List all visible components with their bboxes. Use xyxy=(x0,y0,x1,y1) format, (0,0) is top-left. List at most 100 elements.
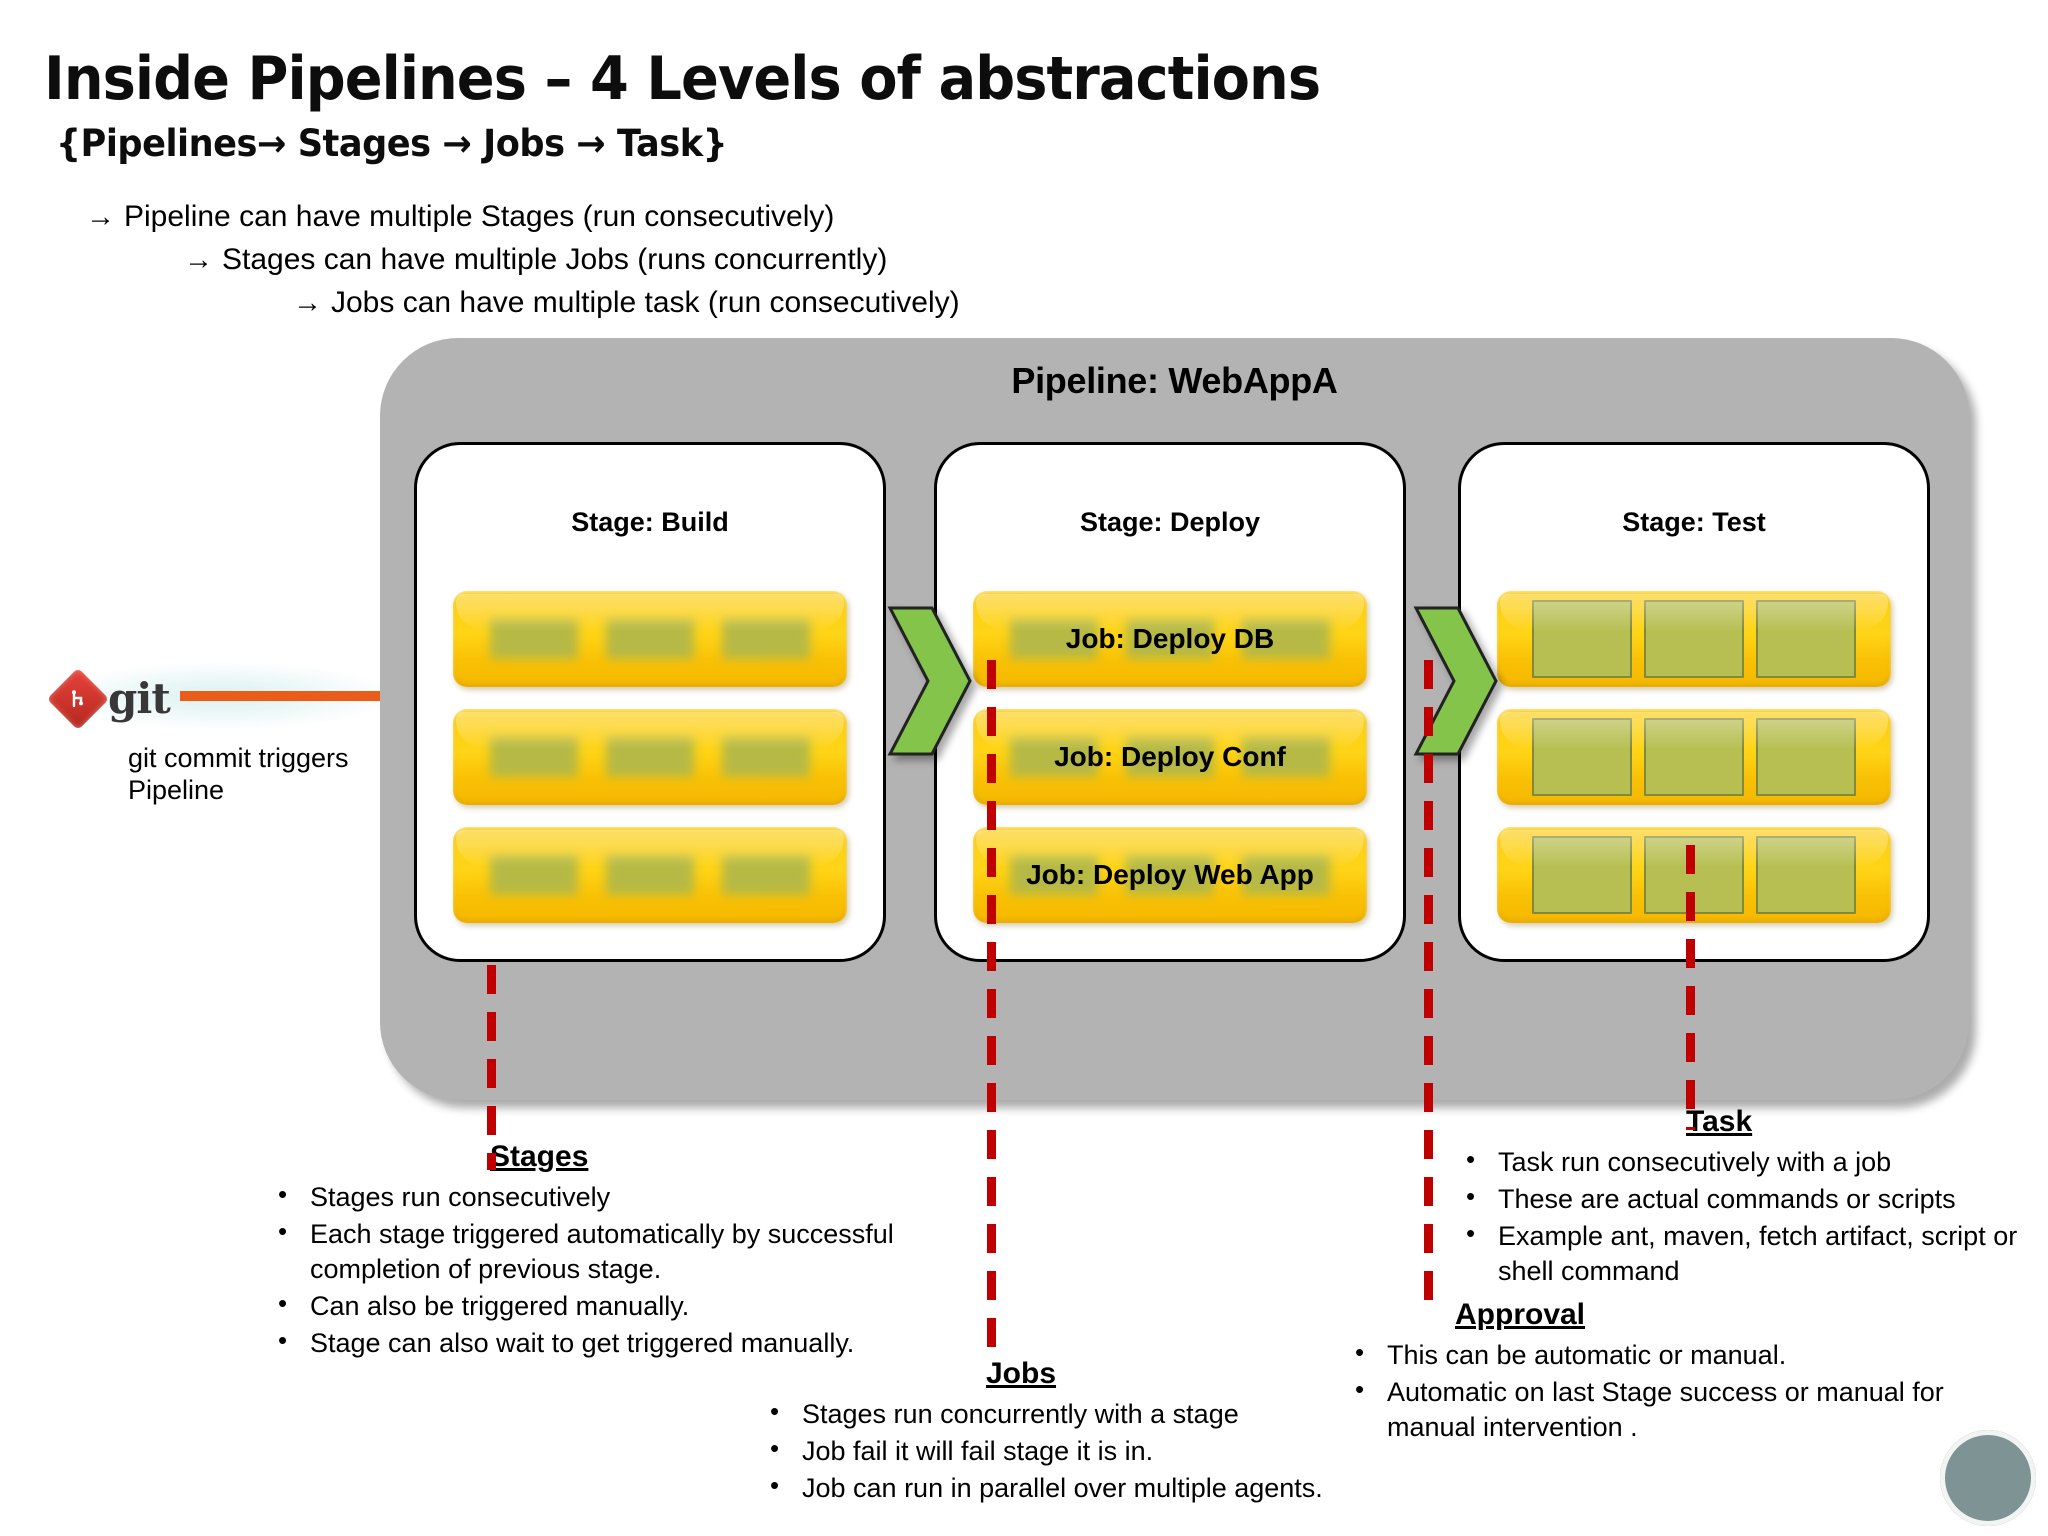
jobs-list xyxy=(453,591,847,945)
list-item: This can be automatic or manual. xyxy=(1345,1336,2035,1373)
tasks-row xyxy=(973,709,1367,805)
pipeline-title: Pipeline: WebAppA xyxy=(1011,360,1338,401)
job-label xyxy=(453,709,847,805)
git-logo: git xyxy=(46,667,216,731)
stage-box-deploy[interactable]: Stage: Deploy Job: Deploy DB Job: Deploy… xyxy=(934,442,1406,962)
job-bar[interactable]: Job: Deploy Conf xyxy=(973,709,1367,805)
annotation-bullets: Stages run concurrently with a stage Job… xyxy=(760,1395,1400,1506)
tasks-row xyxy=(973,591,1367,687)
page-subtitle: {Pipelines→ Stages → Jobs → Task} xyxy=(56,122,728,165)
job-label: Job: Deploy DB xyxy=(1065,623,1275,654)
task-box[interactable] xyxy=(490,855,578,895)
task-box[interactable] xyxy=(722,737,810,777)
job-label xyxy=(453,591,847,687)
job-label: Job: Deploy Web App xyxy=(1026,859,1314,890)
task-box[interactable] xyxy=(606,619,694,659)
arrow-right-icon: → xyxy=(184,244,213,276)
task-box[interactable] xyxy=(1242,619,1330,659)
stage-box-test[interactable]: Stage: Test xyxy=(1458,442,1930,962)
intro-line-2: → Stages can have multiple Jobs (runs con… xyxy=(184,243,887,277)
annotation-title: Stages xyxy=(490,1140,589,1173)
task-box[interactable] xyxy=(606,737,694,777)
job-label xyxy=(1497,591,1891,687)
task-box[interactable] xyxy=(1756,836,1856,914)
tasks-row xyxy=(453,709,847,805)
list-item: Each stage triggered automatically by su… xyxy=(268,1215,908,1287)
job-bar[interactable]: Job: Deploy DB xyxy=(973,591,1367,687)
annotation-bullets: Task run consecutively with a job These … xyxy=(1456,1143,2026,1289)
git-branch-icon xyxy=(72,690,83,708)
stage-transition-chevron-icon xyxy=(886,606,974,756)
list-item: Job can run in parallel over multiple ag… xyxy=(760,1469,1400,1506)
task-box[interactable] xyxy=(1242,737,1330,777)
connector-dashed-approval xyxy=(1424,660,1433,1305)
git-wordmark: git xyxy=(108,674,171,723)
list-item: Stage can also wait to get triggered man… xyxy=(268,1324,908,1361)
stage-title: Stage: Deploy xyxy=(1079,507,1261,537)
intro-line-1: → Pipeline can have multiple Stages (run … xyxy=(86,200,834,234)
arrow-right-icon: → xyxy=(86,201,115,233)
task-box[interactable] xyxy=(1010,855,1098,895)
git-commit-caption: git commit triggers Pipeline xyxy=(128,743,349,806)
tasks-row xyxy=(973,827,1367,923)
annotation-stages: Stages Stages run consecutively Each sta… xyxy=(268,1140,908,1363)
intro-line-3: →Jobs can have multiple task (run consec… xyxy=(293,286,960,320)
task-box[interactable] xyxy=(1644,600,1744,678)
task-box[interactable] xyxy=(1242,855,1330,895)
tasks-row xyxy=(453,827,847,923)
list-item: Stages run concurrently with a stage xyxy=(760,1395,1400,1432)
jobs-list xyxy=(1497,591,1891,945)
tasks-row xyxy=(453,591,847,687)
task-box[interactable] xyxy=(1532,600,1632,678)
intro-line-text: Pipeline can have multiple Stages (run c… xyxy=(124,200,835,233)
annotation-approval: Approval This can be automatic or manual… xyxy=(1345,1298,2035,1447)
task-box[interactable] xyxy=(1756,718,1856,796)
list-item: Automatic on last Stage success or manua… xyxy=(1345,1373,2035,1445)
connector-dashed-task xyxy=(1686,845,1695,1130)
connector-dashed-jobs xyxy=(987,660,996,1360)
annotation-bullets: Stages run consecutively Each stage trig… xyxy=(268,1178,908,1361)
task-box[interactable] xyxy=(1126,619,1214,659)
list-item: These are actual commands or scripts xyxy=(1456,1180,2026,1217)
intro-line-text: Stages can have multiple Jobs (runs conc… xyxy=(222,243,888,276)
task-box[interactable] xyxy=(490,737,578,777)
list-item: Task run consecutively with a job xyxy=(1456,1143,2026,1180)
tasks-row xyxy=(1497,709,1891,805)
job-bar[interactable] xyxy=(453,709,847,805)
stage-transition-chevron-icon xyxy=(1412,606,1500,756)
job-bar[interactable]: Job: Deploy Web App xyxy=(973,827,1367,923)
task-box[interactable] xyxy=(490,619,578,659)
job-label xyxy=(453,827,847,923)
intro-line-text: Jobs can have multiple task (run consecu… xyxy=(331,286,960,319)
stage-title: Stage: Build xyxy=(571,507,729,537)
tasks-row xyxy=(1497,591,1891,687)
tasks-row xyxy=(1497,827,1891,923)
watermark-logo xyxy=(1940,1430,2036,1526)
task-box[interactable] xyxy=(1126,855,1214,895)
page-title: Inside Pipelines – 4 Levels of abstracti… xyxy=(44,44,1321,114)
list-item: Job fail it will fail stage it is in. xyxy=(760,1432,1400,1469)
task-box[interactable] xyxy=(1010,737,1098,777)
job-bar[interactable] xyxy=(453,591,847,687)
task-box[interactable] xyxy=(722,855,810,895)
job-label xyxy=(1497,709,1891,805)
annotation-task: Task Task run consecutively with a job T… xyxy=(1456,1105,2026,1291)
job-bar[interactable] xyxy=(1497,709,1891,805)
task-box[interactable] xyxy=(1756,600,1856,678)
connector-dashed-stages xyxy=(487,965,496,1170)
job-bar[interactable] xyxy=(453,827,847,923)
annotation-title: Approval xyxy=(1455,1298,1586,1331)
job-bar[interactable] xyxy=(1497,591,1891,687)
annotation-title: Jobs xyxy=(986,1357,1057,1390)
task-box[interactable] xyxy=(722,619,810,659)
list-item: Can also be triggered manually. xyxy=(268,1287,908,1324)
stage-title: Stage: Test xyxy=(1622,507,1766,537)
task-box[interactable] xyxy=(1532,836,1632,914)
task-box[interactable] xyxy=(1644,718,1744,796)
stage-box-build[interactable]: Stage: Build xyxy=(414,442,886,962)
task-box[interactable] xyxy=(1532,718,1632,796)
task-box[interactable] xyxy=(1010,619,1098,659)
task-box[interactable] xyxy=(1126,737,1214,777)
annotation-title: Task xyxy=(1686,1105,1753,1138)
task-box[interactable] xyxy=(606,855,694,895)
